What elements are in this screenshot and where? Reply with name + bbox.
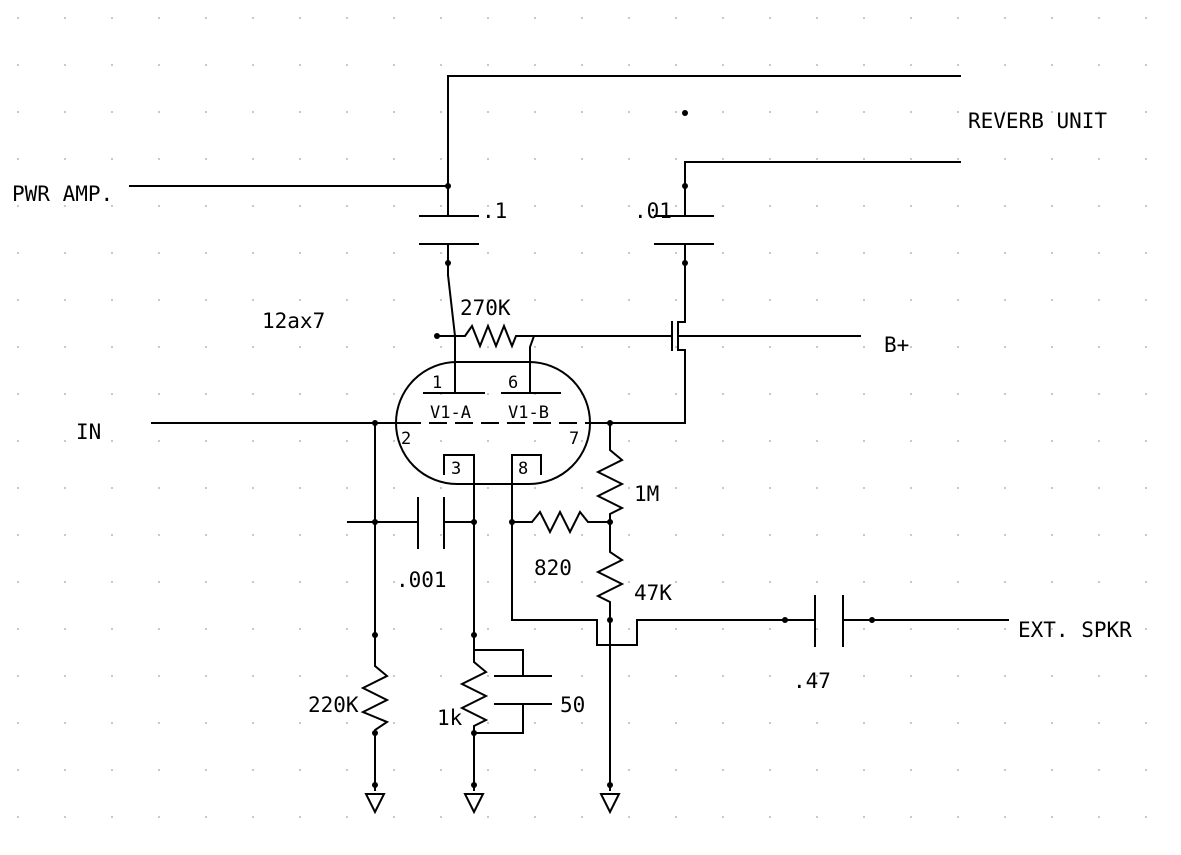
label-r-1m: 1M	[634, 482, 659, 506]
pin-7-label: 7	[569, 429, 579, 449]
section-b-label: V1-B	[508, 403, 549, 423]
section-a-label: V1-A	[430, 403, 471, 423]
label-reverb-unit: REVERB UNIT	[968, 109, 1107, 133]
resistor-220k	[360, 654, 390, 791]
resistor-820	[511, 509, 611, 535]
pin-8-label: 8	[518, 459, 528, 479]
pin-6-label: 6	[508, 373, 518, 393]
capacitor-001	[347, 497, 475, 549]
label-pwr-amp: PWR AMP.	[12, 182, 113, 206]
resistor-47k	[595, 544, 625, 621]
label-cap-001: .001	[396, 568, 447, 592]
label-r-1k: 1k	[437, 706, 463, 730]
ground-symbol	[364, 793, 386, 815]
label-cap-reverb: .01	[634, 199, 672, 223]
label-cap-47: .47	[793, 669, 831, 693]
output-wiring	[511, 595, 1009, 791]
top-wiring	[129, 75, 961, 216]
pin-3-label: 3	[451, 459, 461, 479]
resistor-1m	[595, 422, 625, 546]
label-r-220k: 220K	[308, 693, 359, 717]
label-cap-50: 50	[560, 693, 585, 717]
capacitor-pwr-amp	[419, 215, 479, 276]
pin-1-label: 1	[432, 373, 442, 393]
input-wiring	[151, 422, 686, 656]
pin-2-label: 2	[401, 429, 411, 449]
grid-dots	[17, 17, 1147, 818]
resistor-270k	[436, 273, 611, 394]
label-cap-pwr-amp: .1	[482, 199, 507, 223]
label-in: IN	[76, 420, 101, 444]
b-plus-supply	[609, 321, 861, 424]
label-ext-spkr: EXT. SPKR	[1018, 618, 1132, 642]
cathode-a-network	[459, 521, 552, 791]
label-r-270k: 270K	[460, 296, 511, 320]
label-b-plus: B+	[884, 333, 909, 357]
capacitor-reverb	[654, 215, 714, 323]
ground-symbol	[463, 793, 485, 815]
label-r-820: 820	[534, 556, 572, 580]
label-r-47k: 47K	[634, 581, 672, 605]
label-tube-type: 12ax7	[262, 309, 325, 333]
ground-symbol	[599, 793, 621, 815]
junction-dots	[372, 110, 875, 788]
